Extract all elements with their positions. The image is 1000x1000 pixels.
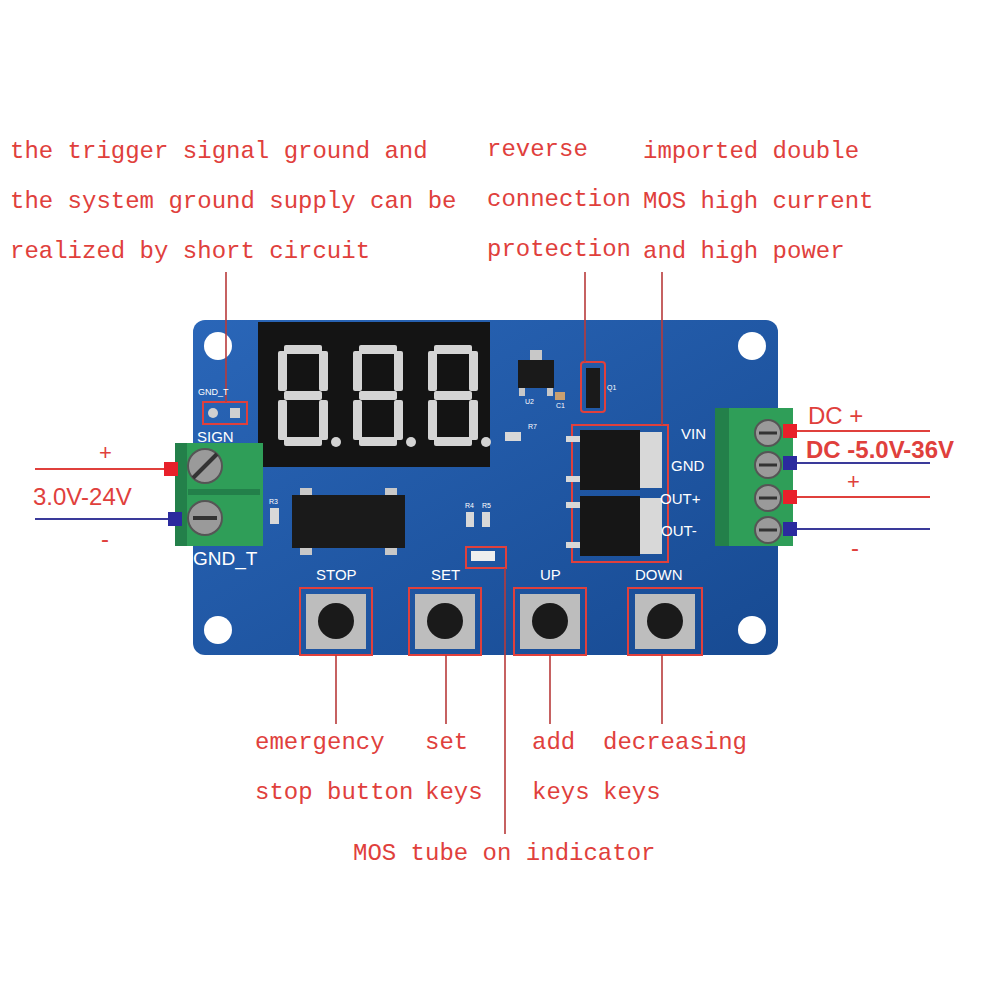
part-ref: R5	[482, 502, 491, 510]
button-name: STOP	[316, 566, 357, 583]
pin-name: VIN	[681, 425, 706, 442]
part-ref: R4	[465, 502, 474, 510]
button-name: UP	[540, 566, 561, 583]
part-ref: C1	[556, 402, 565, 410]
callout-note: decreasing keys	[603, 718, 753, 818]
pin-name: OUT-	[661, 522, 697, 539]
polarity-mark: DC +	[808, 402, 863, 430]
voltage-range: 3.0V-24V	[33, 483, 132, 511]
silk-label: GND_T	[193, 548, 257, 569]
part-ref: U2	[525, 398, 534, 406]
polarity-mark: +	[847, 470, 860, 494]
polarity-mark: -	[101, 526, 109, 552]
button-name: SET	[431, 566, 460, 583]
callout-note: MOS tube on indicator	[353, 840, 655, 868]
callout-note: the trigger signal ground and the system…	[10, 127, 480, 277]
button-name: DOWN	[635, 566, 683, 583]
callout-note: imported double MOS high current and hig…	[643, 127, 883, 277]
part-ref: R7	[528, 423, 537, 431]
silk-label: SIGN	[197, 428, 234, 445]
callout-note: set keys	[425, 718, 495, 818]
voltage-range: DC -5.0V-36V	[806, 436, 954, 464]
part-ref: Q1	[607, 384, 616, 392]
callout-note: reverse connection protection	[487, 125, 637, 275]
callout-note: add keys	[532, 718, 602, 818]
polarity-mark: +	[99, 441, 112, 465]
polarity-mark: -	[851, 535, 859, 561]
callout-note: emergency stop button	[255, 718, 420, 818]
pin-name: GND	[671, 457, 704, 474]
pin-name: OUT+	[660, 490, 700, 507]
part-ref: R3	[269, 498, 278, 506]
silk-label: GND_T	[198, 387, 229, 397]
